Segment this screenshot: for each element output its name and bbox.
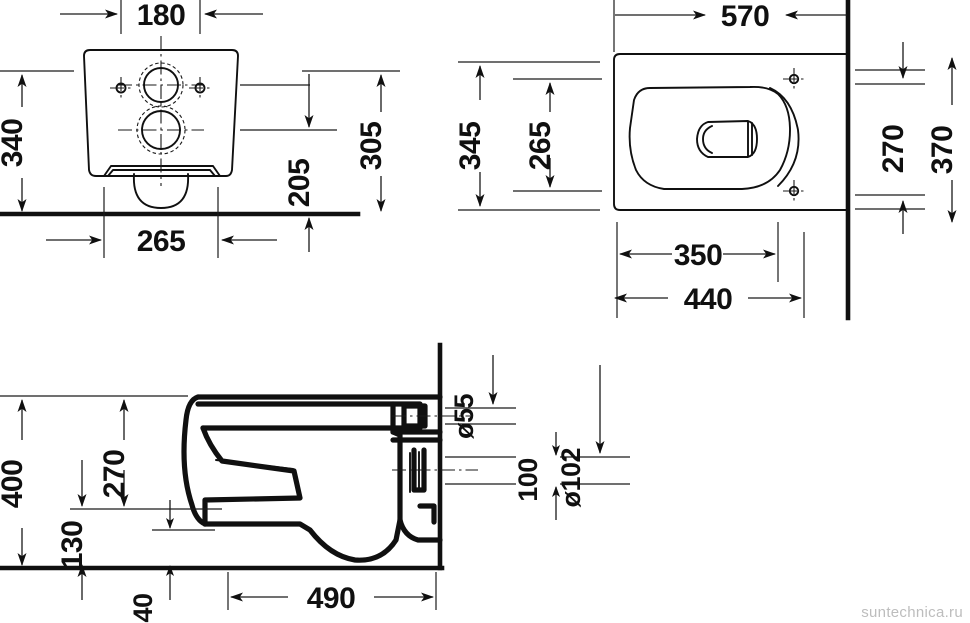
toilet-rear-outline bbox=[83, 49, 239, 209]
dimension-440: 440 bbox=[614, 232, 805, 318]
dimension-345: 345 bbox=[454, 61, 600, 211]
dimension-label-270-side: 270 bbox=[98, 450, 131, 499]
dimension-270-side: 270 bbox=[70, 399, 222, 510]
dimension-label-340: 340 bbox=[0, 119, 29, 168]
flush-detail-outline bbox=[696, 120, 758, 158]
dimension-label-205: 205 bbox=[283, 159, 316, 208]
fixing-hole-right bbox=[189, 77, 211, 99]
dimension-265-plan: 265 bbox=[513, 78, 602, 192]
fixing-hole-left bbox=[110, 77, 132, 99]
plan-fixing-hole-top bbox=[783, 68, 805, 90]
dimension-340: 340 bbox=[0, 70, 74, 212]
dimension-130: 130 bbox=[56, 460, 89, 600]
dimension-label-400: 400 bbox=[0, 460, 29, 509]
dimension-40: 40 bbox=[128, 500, 215, 623]
dimension-490: 490 bbox=[227, 572, 437, 615]
toilet-section-outline bbox=[181, 394, 443, 563]
dimension-370: 370 bbox=[926, 57, 959, 223]
dimension-350: 350 bbox=[616, 222, 779, 318]
dimension-label-370: 370 bbox=[926, 126, 959, 175]
dimension-label-d55: ø55 bbox=[449, 394, 479, 440]
dimension-205: 205 bbox=[240, 74, 337, 252]
dimension-label-270-plan: 270 bbox=[877, 125, 910, 174]
view-side-section: 400 270 130 40 490 bbox=[0, 342, 630, 623]
dimension-label-265-rear: 265 bbox=[137, 225, 186, 258]
dimension-570: 570 bbox=[613, 0, 847, 52]
dimension-270-plan: 270 bbox=[855, 42, 925, 234]
dimension-label-180: 180 bbox=[137, 0, 186, 32]
dimension-400: 400 bbox=[0, 395, 188, 566]
lower-outlet-hole bbox=[136, 105, 186, 155]
upper-outlet-hole bbox=[138, 62, 184, 108]
seat-hinge-edge bbox=[769, 87, 800, 187]
view-plan: 570 345 265 350 bbox=[454, 0, 959, 321]
view-rear-elevation: 180 340 205 305 bbox=[0, 0, 400, 258]
flush-detail-inner bbox=[702, 125, 713, 154]
dimension-label-40: 40 bbox=[128, 593, 158, 622]
dimension-d55: ø55 bbox=[445, 355, 516, 439]
toilet-section-detail bbox=[205, 402, 420, 500]
dimension-label-570: 570 bbox=[721, 0, 770, 33]
dimension-label-d102: ø102 bbox=[556, 448, 586, 508]
dimension-label-130: 130 bbox=[56, 521, 89, 570]
dimension-180: 180 bbox=[60, 0, 263, 34]
seat-outline bbox=[628, 85, 791, 190]
dimension-d102: ø102 bbox=[556, 365, 630, 508]
dimension-100: 100 bbox=[445, 432, 560, 520]
dimension-label-305: 305 bbox=[355, 122, 388, 171]
dimension-label-100: 100 bbox=[513, 458, 543, 502]
dimension-265-rear: 265 bbox=[46, 187, 277, 258]
plan-fixing-hole-bottom bbox=[783, 180, 805, 202]
dimension-label-350: 350 bbox=[674, 239, 723, 272]
toilet-plan-outline bbox=[613, 53, 849, 211]
dimension-label-490: 490 bbox=[307, 582, 356, 615]
watermark-text: suntechnica.ru bbox=[861, 604, 963, 621]
dimension-label-345: 345 bbox=[454, 122, 487, 171]
dimension-305: 305 bbox=[302, 70, 400, 212]
dimension-label-440: 440 bbox=[684, 283, 733, 316]
dimension-label-265-plan: 265 bbox=[524, 122, 557, 171]
